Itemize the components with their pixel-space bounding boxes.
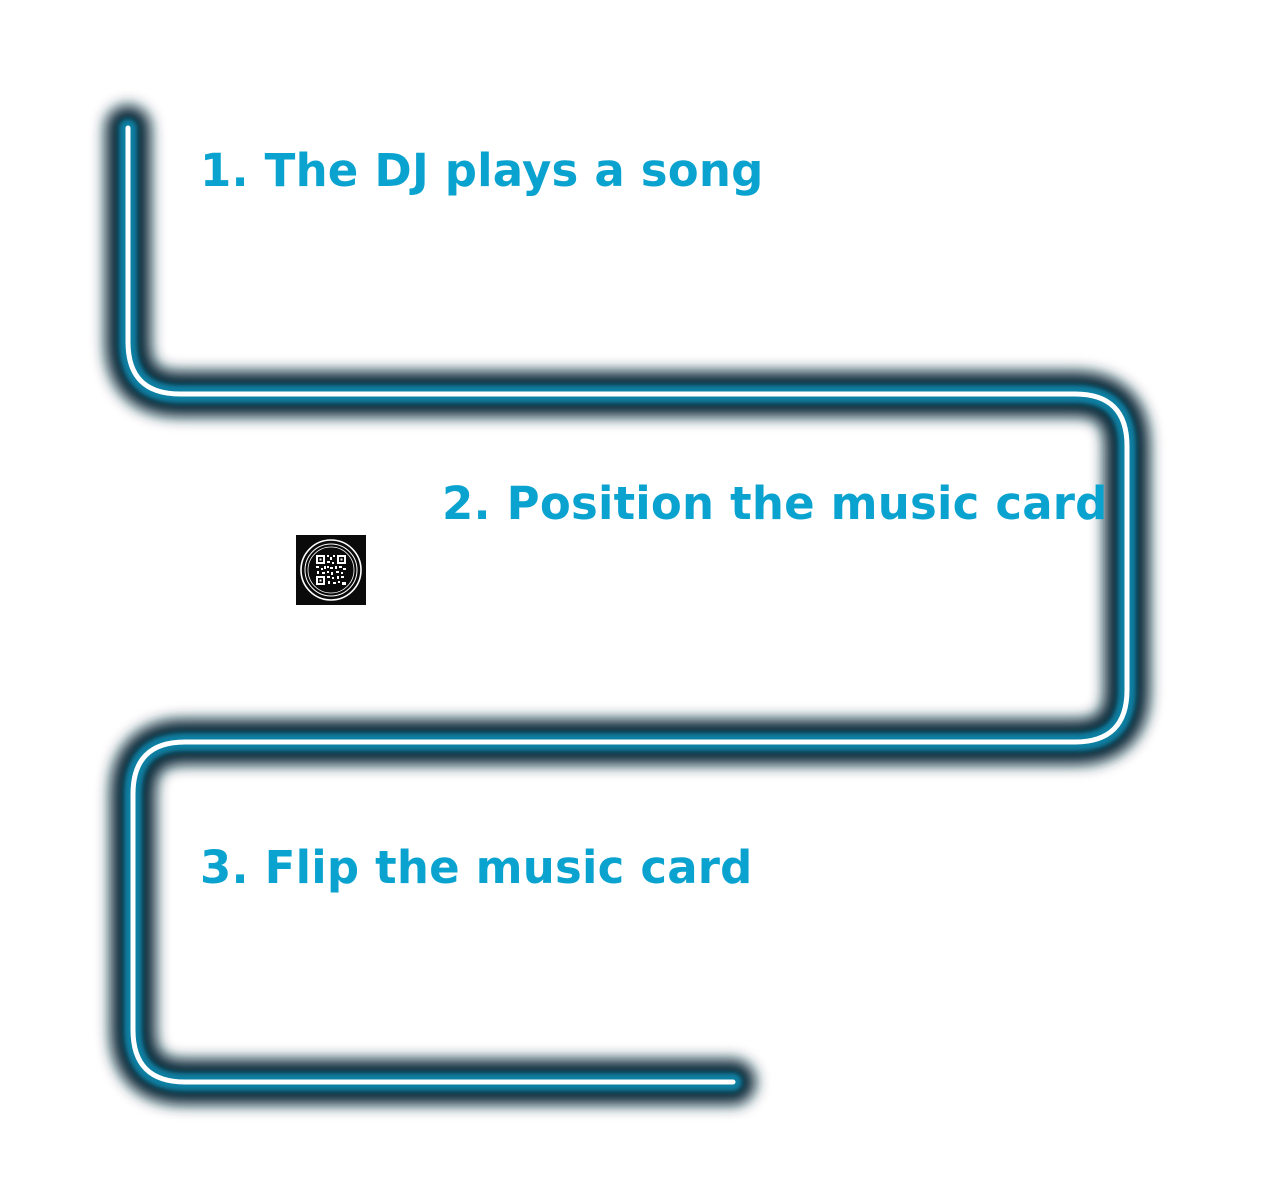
step-3-label: 3. Flip the music card	[200, 841, 753, 894]
neon-tube-core	[125, 125, 1130, 1085]
music-card-graphic	[300, 539, 362, 601]
step-1-label: 1. The DJ plays a song	[200, 144, 764, 197]
neon-tube-body	[119, 119, 1136, 1091]
qr-code-disc-icon	[296, 535, 366, 605]
neon-tube-shadow	[105, 105, 1150, 1105]
step-2-label: 2. Position the music card	[442, 477, 1108, 530]
neon-tube	[105, 105, 1150, 1105]
